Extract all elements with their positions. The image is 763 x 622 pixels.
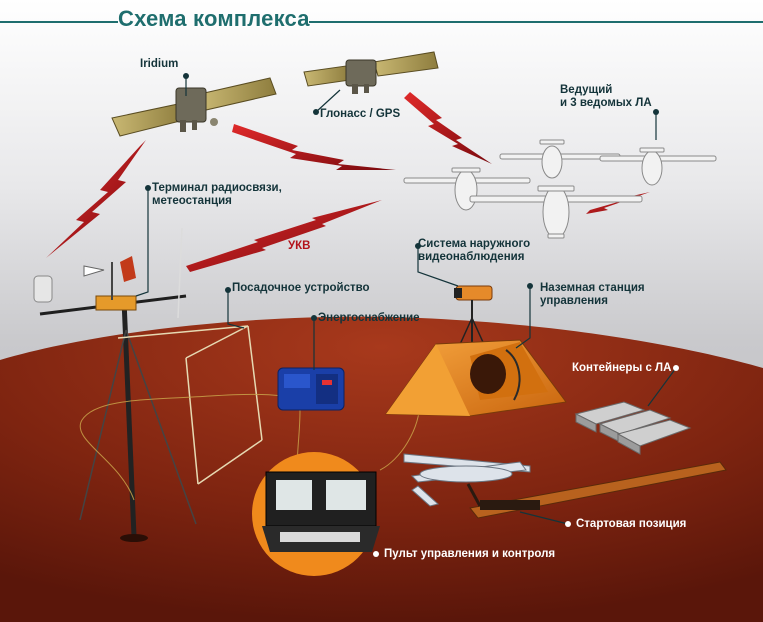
launch-ramp <box>466 461 727 519</box>
iridium-satellite <box>111 77 277 137</box>
lightning-drone-link <box>586 192 650 214</box>
label-glonass: Глонасс / GPS <box>320 108 400 121</box>
label-console-text: Пульт управления и контроля <box>384 548 556 560</box>
label-video-line1: Система наружного <box>418 238 531 250</box>
lightning-ukv-link <box>186 200 382 272</box>
label-lead-drones: Ведущий и 3 ведомых ЛА <box>560 84 652 110</box>
label-video-line2: видеонаблюдения <box>418 251 525 263</box>
label-ukv-text: УКВ <box>288 240 311 252</box>
drone-wing-2 <box>403 167 531 211</box>
drone-formation <box>403 139 717 239</box>
label-lead-drones-line1: Ведущий <box>560 84 613 96</box>
drone-wing-3 <box>469 185 643 239</box>
label-launch: Стартовая позиция <box>576 518 686 531</box>
label-ground-line2: управления <box>540 295 608 307</box>
generator <box>277 367 345 411</box>
label-power: Энергоснабжение <box>318 312 420 325</box>
label-terminal-line1: Терминал радиосвязи, <box>152 182 282 194</box>
label-console: Пульт управления и контроля <box>384 548 555 561</box>
console-inset <box>252 452 380 576</box>
lightning-satellite-link <box>232 124 396 170</box>
antenna-pole <box>177 227 183 319</box>
label-terminal: Терминал радиосвязи, метеостанция <box>152 182 282 208</box>
leader-lines <box>135 76 677 525</box>
label-landing-text: Посадочное устройство <box>232 282 370 294</box>
label-power-text: Энергоснабжение <box>318 312 420 324</box>
landing-net <box>117 325 263 485</box>
label-video: Система наружного видеонаблюдения <box>418 238 530 264</box>
lightning-glonass-link <box>404 92 492 164</box>
page-title: Схема комплекса <box>118 6 310 31</box>
ground-station-tent <box>385 339 567 417</box>
title-rule-right <box>305 21 763 23</box>
label-containers-text: Контейнеры с ЛА <box>572 362 672 374</box>
label-ground-line1: Наземная станция <box>540 282 645 294</box>
drone-wing-1 <box>599 147 717 186</box>
glonass-satellite <box>303 51 439 94</box>
label-terminal-line2: метеостанция <box>152 195 232 207</box>
radio-mast <box>33 256 197 542</box>
title-rule-left <box>0 21 118 23</box>
label-ground-station: Наземная станция управления <box>540 282 645 308</box>
label-lead-drones-line2: и 3 ведомых ЛА <box>560 97 652 109</box>
label-ukv: УКВ <box>288 240 310 253</box>
drone-lead <box>499 139 621 179</box>
label-iridium-text: Iridium <box>140 58 179 70</box>
drone-containers <box>574 401 692 455</box>
label-landing: Посадочное устройство <box>232 282 370 295</box>
camera-tripod <box>451 285 493 363</box>
lightning-iridium-link <box>46 140 146 258</box>
label-glonass-text: Глонасс / GPS <box>320 108 401 120</box>
launch-drone <box>403 453 531 507</box>
label-containers: Контейнеры с ЛА <box>572 362 671 375</box>
leader-dots-light <box>373 365 679 557</box>
label-iridium: Iridium <box>140 58 178 71</box>
label-launch-text: Стартовая позиция <box>576 518 687 530</box>
leader-dots <box>145 73 659 321</box>
